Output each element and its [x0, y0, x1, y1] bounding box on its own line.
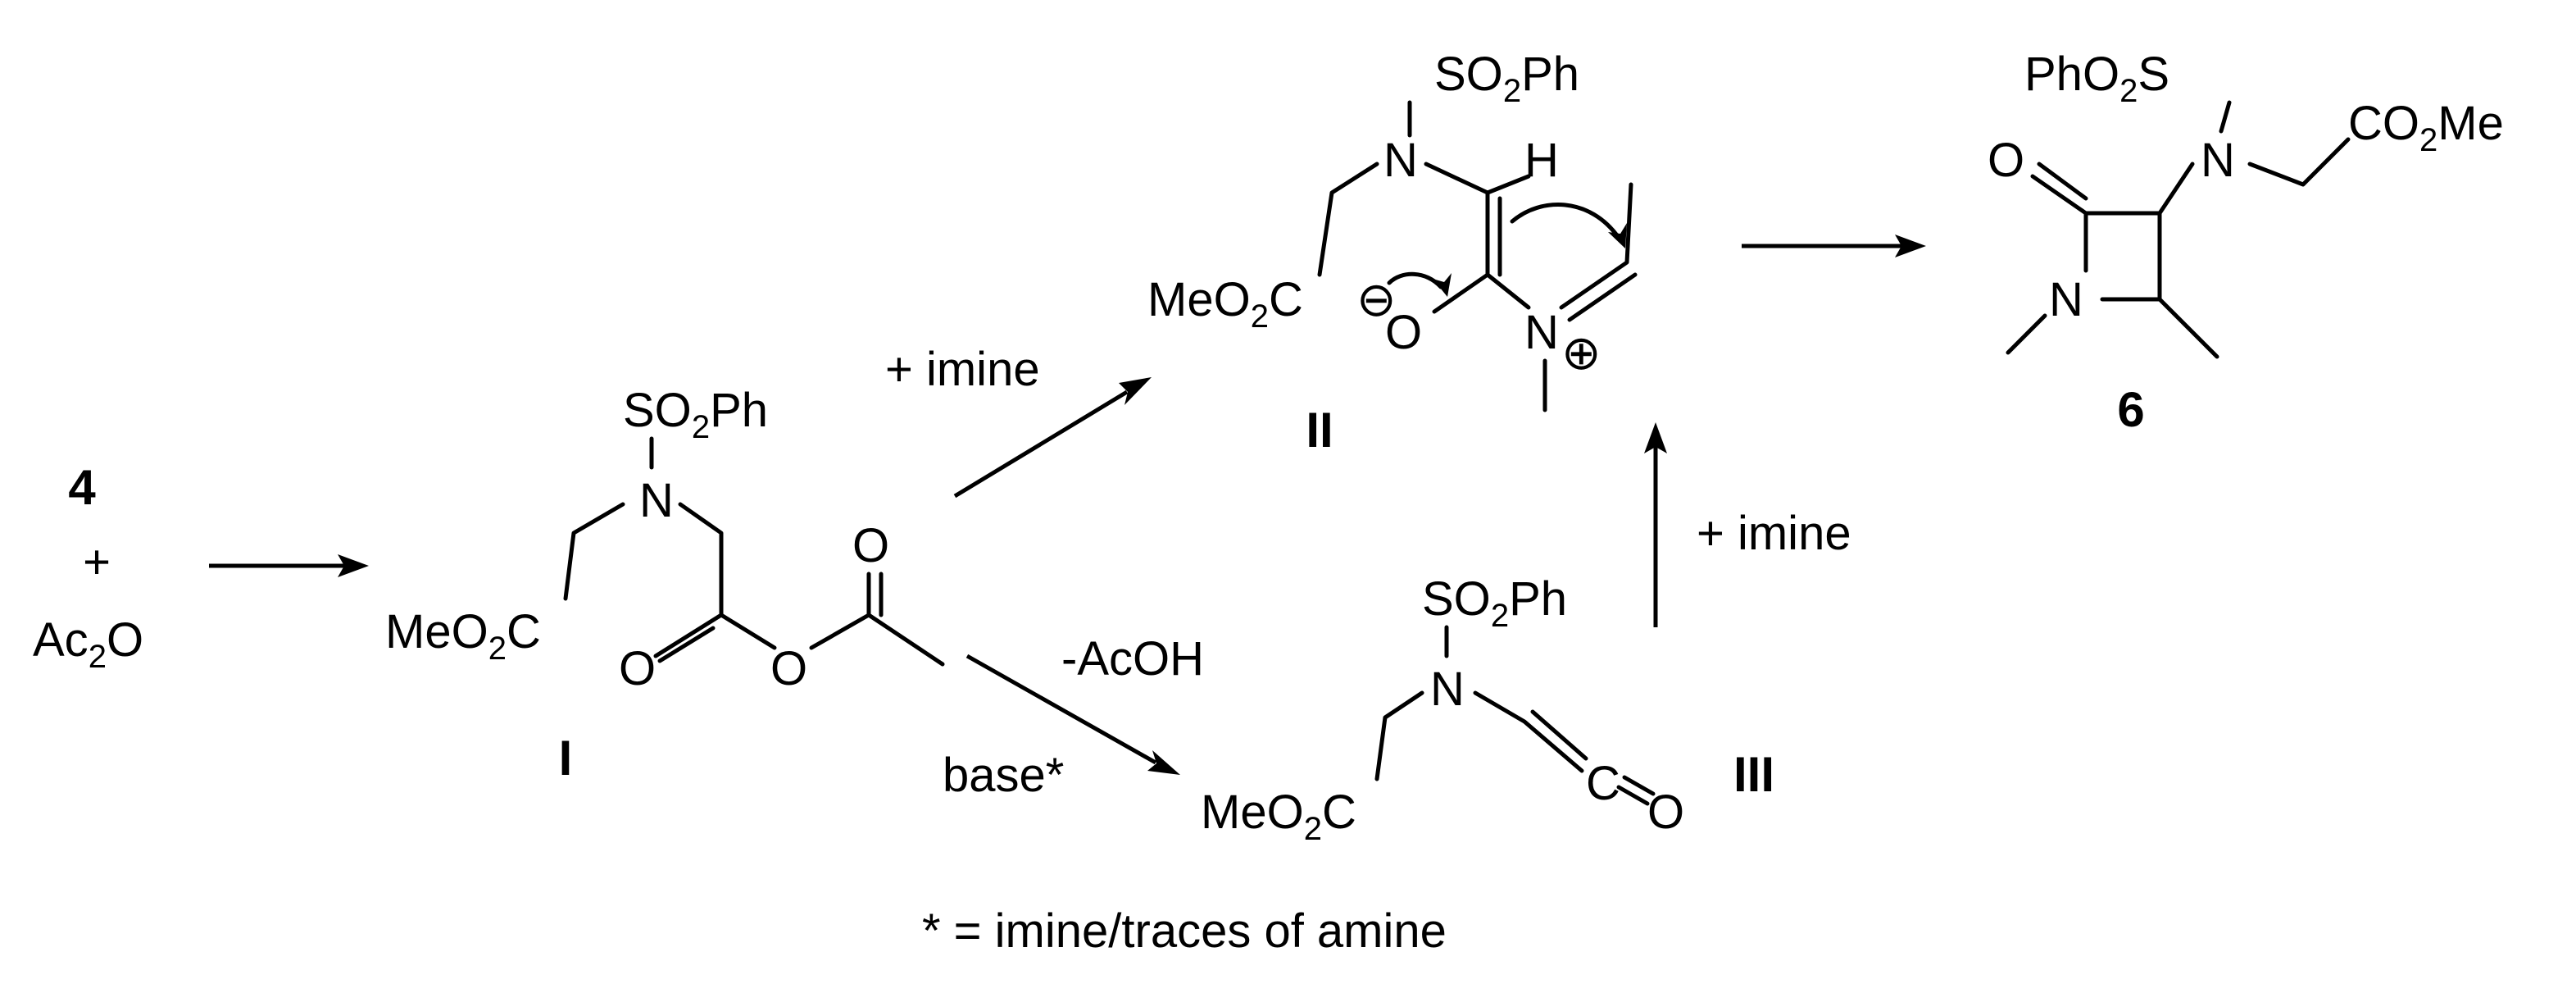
II-meo2c-label: MeO2C — [1147, 273, 1303, 335]
6-ring-nitrogen: N — [2049, 273, 2083, 326]
arrow-I-to-III: -AcOH base* — [943, 632, 1204, 802]
arrow-to-I — [209, 554, 369, 577]
intermediate-II-structure: SO2Ph N H MeO2C ⊖ O N ⊕ II — [1147, 48, 1638, 458]
arrow-II-to-6 — [1742, 235, 1926, 257]
product-6-label: 6 — [2117, 382, 2144, 437]
I-meo2c-label: MeO2C — [385, 605, 541, 667]
base-condition: base* — [943, 749, 1064, 802]
intermediate-I-label: I — [559, 731, 573, 786]
I-sulfonyl-label: SO2Ph — [623, 384, 768, 445]
acetic-anhydride-label: Ac2O — [33, 613, 143, 675]
imine-condition-top: + imine — [885, 343, 1040, 396]
arrow-I-to-II: + imine — [885, 343, 1152, 499]
III-ketene-carbon: C — [1586, 757, 1620, 810]
6-carbonyl-oxygen: O — [1988, 134, 2024, 187]
I-carbonyl-o-top: O — [852, 519, 889, 572]
footnote: * = imine/traces of amine — [922, 904, 1447, 958]
intermediate-III-structure: SO2Ph N MeO2C C O III — [1201, 572, 1774, 847]
III-nitrogen-label: N — [1430, 663, 1465, 716]
arrow-III-to-II: + imine — [1644, 422, 1851, 627]
II-hydrogen-label: H — [1524, 134, 1559, 187]
intermediate-III-label: III — [1733, 747, 1774, 802]
intermediate-I-structure: SO2Ph N MeO2C O O O I — [385, 384, 945, 786]
II-enolate-oxygen: O — [1385, 306, 1422, 359]
I-anhydride-o: O — [770, 642, 807, 695]
6-pho2s-label: PhO2S — [2024, 48, 2169, 109]
intermediate-II-label: II — [1306, 403, 1333, 458]
II-nitrogen-label: N — [1383, 134, 1418, 187]
6-co2me-label: CO2Me — [2348, 97, 2504, 158]
II-positive-charge: ⊕ — [1561, 326, 1601, 380]
III-sulfonyl-label: SO2Ph — [1422, 572, 1567, 634]
I-carbonyl-o-left: O — [619, 642, 656, 695]
6-nitrogen-side: N — [2201, 134, 2235, 187]
starting-materials: 4 + Ac2O — [33, 460, 143, 675]
product-6-structure: PhO2S CO2Me N O N 6 — [1988, 48, 2504, 437]
I-nitrogen-label: N — [639, 474, 674, 527]
acoh-condition: -AcOH — [1061, 632, 1204, 686]
compound-4-label: 4 — [68, 460, 96, 515]
III-meo2c-label: MeO2C — [1201, 786, 1356, 847]
plus-sign: + — [83, 535, 111, 589]
II-iminium-nitrogen: N — [1524, 306, 1559, 359]
imine-condition-right: + imine — [1697, 507, 1851, 560]
II-sulfonyl-label: SO2Ph — [1434, 48, 1579, 109]
